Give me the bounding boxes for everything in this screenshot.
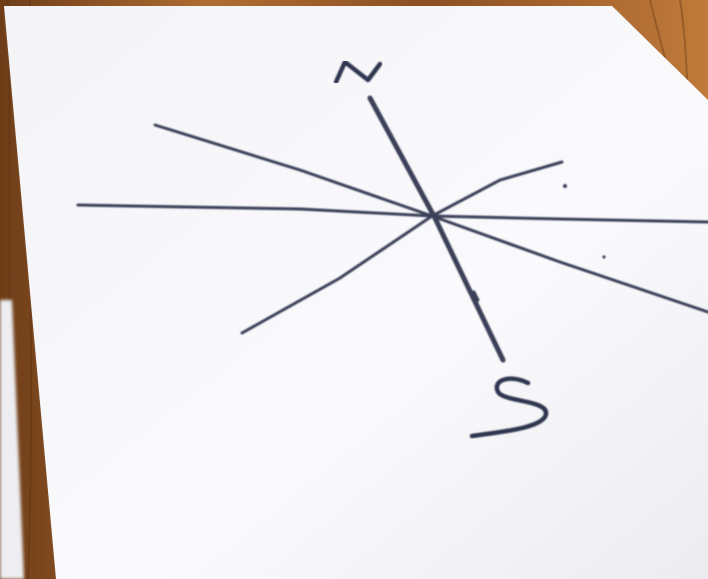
paper-sheet: [4, 6, 708, 579]
